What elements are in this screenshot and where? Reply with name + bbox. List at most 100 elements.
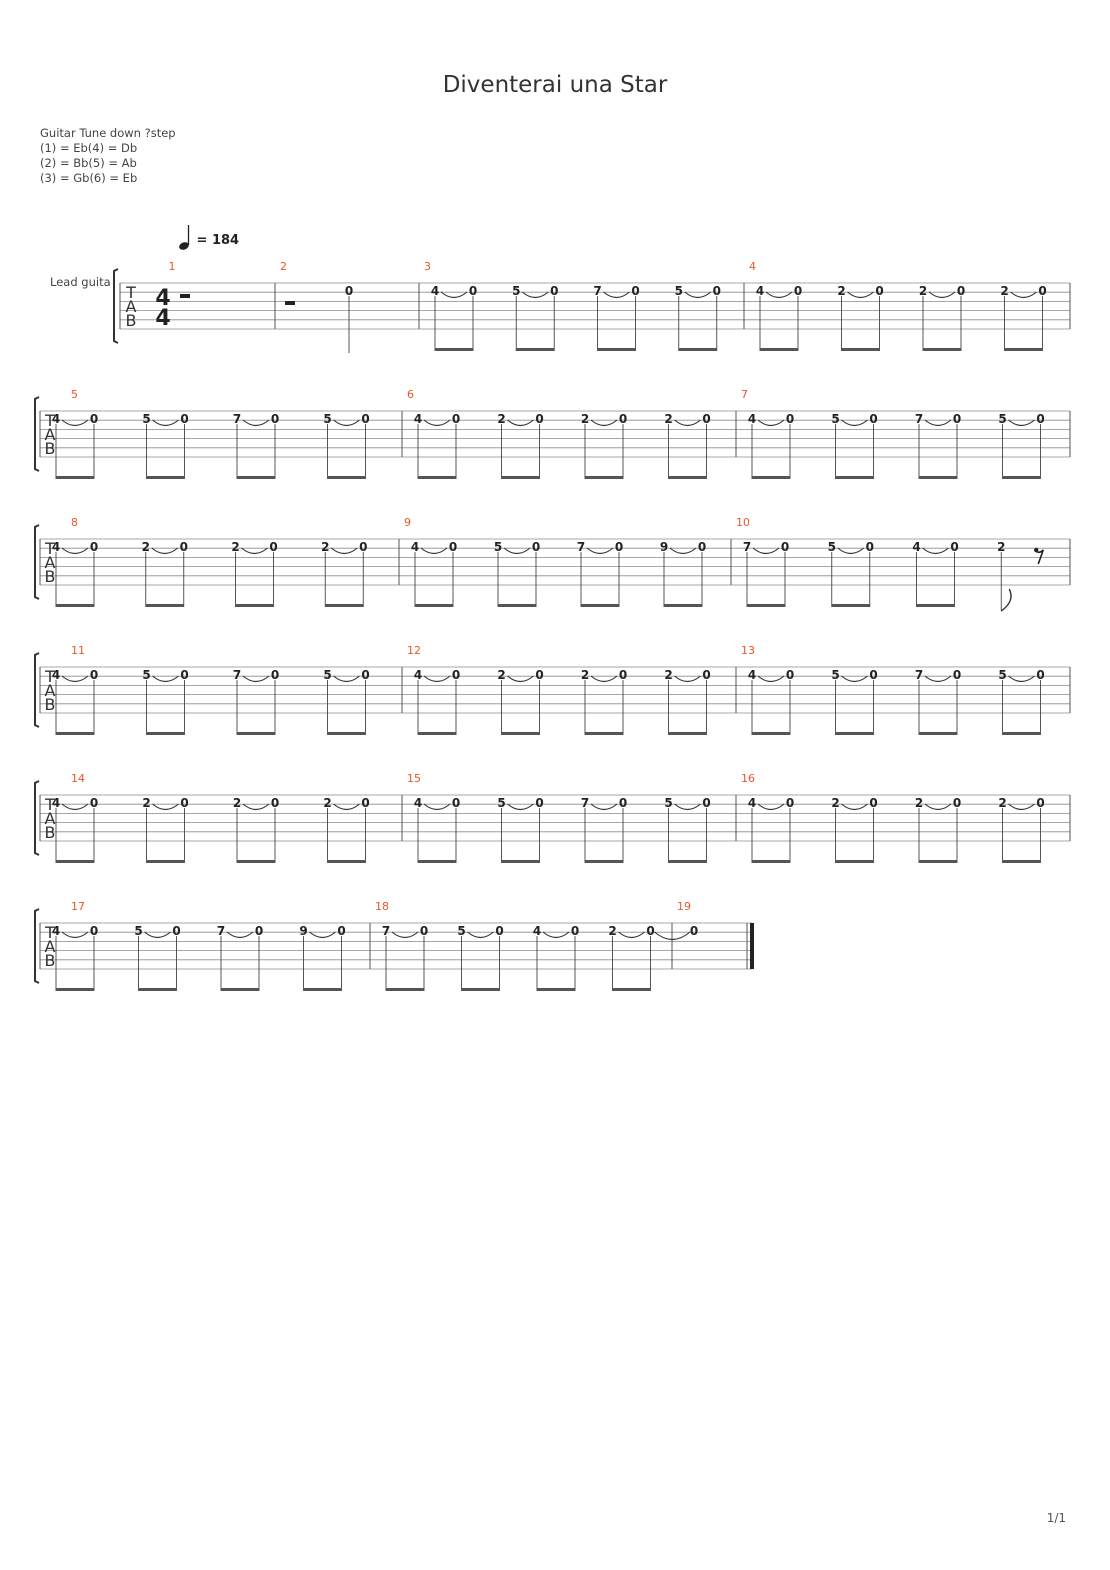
- beam: [831, 604, 870, 607]
- fret-number: 4: [431, 284, 439, 298]
- rest-symbol: [180, 294, 190, 298]
- slur: [467, 931, 494, 939]
- slur: [423, 419, 451, 427]
- fret-number: 0: [420, 924, 428, 938]
- tuning-line: (1) = Eb(4) = Db: [40, 141, 138, 155]
- tab-system: [34, 396, 1071, 479]
- system-bracket: [34, 652, 40, 728]
- rest-symbol: [285, 301, 295, 305]
- measure-number: 10: [736, 516, 750, 529]
- beam: [1002, 860, 1041, 863]
- measure-number: 5: [71, 388, 78, 401]
- beam: [415, 604, 453, 607]
- fret-number: 0: [550, 284, 558, 298]
- measure-number: 16: [741, 772, 755, 785]
- fret-number: 0: [869, 412, 877, 426]
- slur: [837, 547, 865, 555]
- beam: [237, 732, 275, 735]
- fret-number: 5: [497, 796, 505, 810]
- slur: [603, 291, 630, 299]
- tuning-info: Guitar Tune down ?step (1) = Eb(4) = Db …: [40, 126, 176, 186]
- fret-number: 7: [217, 924, 225, 938]
- slur: [1008, 419, 1035, 427]
- slur: [618, 931, 645, 939]
- fret-number: 0: [702, 412, 710, 426]
- slur: [684, 291, 712, 299]
- slur: [757, 675, 785, 683]
- fret-number: 7: [743, 540, 751, 554]
- slur: [242, 803, 270, 811]
- instrument-label: Lead guita: [50, 275, 111, 289]
- measure-number: 17: [71, 900, 85, 913]
- beam: [516, 348, 555, 351]
- slur: [391, 931, 419, 939]
- fret-number: 0: [180, 412, 188, 426]
- slur: [757, 419, 785, 427]
- fret-number: 0: [361, 412, 369, 426]
- fret-number: 0: [690, 924, 698, 938]
- slur: [333, 419, 360, 427]
- fret-number: 4: [411, 540, 419, 554]
- measure-number: 18: [375, 900, 389, 913]
- fret-number: 4: [52, 796, 60, 810]
- slur: [674, 803, 701, 811]
- beam: [325, 604, 364, 607]
- fret-number: 5: [998, 668, 1006, 682]
- fret-number: 0: [532, 540, 540, 554]
- slur: [928, 291, 956, 299]
- beam: [235, 604, 274, 607]
- fret-number: 0: [452, 668, 460, 682]
- fret-number: 4: [52, 668, 60, 682]
- measure-number: 1: [169, 260, 176, 273]
- tuning-header: Guitar Tune down ?step: [40, 126, 176, 140]
- fret-number: 7: [915, 412, 923, 426]
- measure-number: 8: [71, 516, 78, 529]
- fret-number: 5: [831, 668, 839, 682]
- fret-number: 0: [794, 284, 802, 298]
- fret-number: 0: [702, 668, 710, 682]
- fret-number: 2: [608, 924, 616, 938]
- fret-number: 0: [361, 668, 369, 682]
- page-number: 1/1: [1046, 1511, 1066, 1525]
- tab-system: [34, 524, 1071, 612]
- slur: [152, 803, 179, 811]
- fret-number: 4: [748, 412, 756, 426]
- fret-number: 0: [90, 668, 98, 682]
- fret-number: 0: [535, 412, 543, 426]
- fret-number: 5: [142, 412, 150, 426]
- tab-clef-letter: A: [45, 809, 56, 828]
- fret-number: 5: [323, 412, 331, 426]
- fret-number: 0: [361, 796, 369, 810]
- fret-number: 5: [828, 540, 836, 554]
- slur: [507, 675, 534, 683]
- fret-number: 2: [497, 412, 505, 426]
- tab-clef-letter: T: [44, 667, 55, 686]
- tab-clef-letter: A: [45, 937, 56, 956]
- tempo-marking: = 184: [178, 224, 239, 252]
- fret-number: 5: [675, 284, 683, 298]
- fret-number: 2: [664, 668, 672, 682]
- measure-number: 7: [741, 388, 748, 401]
- fret-number: 0: [957, 284, 965, 298]
- fret-number: 0: [866, 540, 874, 554]
- slur: [309, 931, 336, 939]
- tab-clef-letter: A: [45, 553, 56, 572]
- fret-number: 0: [172, 924, 180, 938]
- fret-number: 0: [781, 540, 789, 554]
- beam: [668, 732, 707, 735]
- slur: [1010, 291, 1037, 299]
- fret-number: 7: [915, 668, 923, 682]
- beam: [146, 860, 185, 863]
- fret-number: 2: [997, 540, 1005, 554]
- beam: [327, 732, 366, 735]
- fret-number: 2: [581, 668, 589, 682]
- beam: [916, 604, 955, 607]
- fret-number: 2: [915, 796, 923, 810]
- slur: [333, 675, 360, 683]
- tab-clef-letter: B: [45, 823, 56, 842]
- song-title: Diventerai una Star: [442, 72, 668, 98]
- slur: [61, 675, 89, 683]
- tab-clef-letter: B: [45, 567, 56, 586]
- fret-number: 0: [180, 540, 188, 554]
- fret-number: 0: [646, 924, 654, 938]
